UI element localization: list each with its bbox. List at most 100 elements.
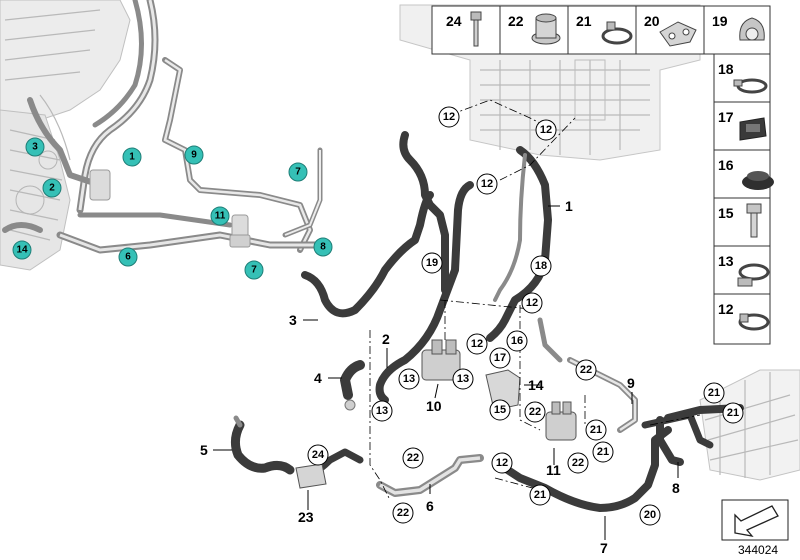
table-label-18: 18 (718, 61, 734, 77)
circle-callouts: 12 12 12 12 19 18 12 13 13 13 16 17 15 2… (307, 106, 744, 526)
svg-text:7: 7 (295, 167, 301, 178)
teal-callout-1: 1 (122, 147, 142, 167)
part-label-8: 8 (672, 480, 680, 496)
svg-text:12: 12 (540, 124, 552, 136)
svg-text:18: 18 (535, 260, 547, 272)
callout-22-c: 22 (567, 452, 589, 474)
part-label-11: 11 (546, 462, 561, 478)
svg-text:14: 14 (16, 245, 28, 256)
right-bracket-illustration (699, 369, 800, 481)
part-label-23: 23 (298, 509, 314, 525)
callout-18: 18 (530, 255, 552, 277)
svg-text:12: 12 (496, 457, 508, 469)
teal-callout-9: 9 (184, 145, 204, 165)
svg-text:1: 1 (129, 152, 135, 163)
diagram-id: 344024 (738, 543, 778, 557)
spring-clamp-icon (733, 78, 768, 94)
part-labels (213, 205, 679, 540)
svg-text:6: 6 (125, 252, 131, 263)
svg-text:13: 13 (376, 405, 388, 417)
svg-text:22: 22 (572, 457, 584, 469)
svg-text:12: 12 (471, 338, 483, 350)
screw-icon (746, 203, 762, 238)
callout-24: 24 (307, 444, 329, 466)
teal-callout-2: 2 (42, 178, 62, 198)
callout-22-b: 22 (524, 401, 546, 423)
svg-text:20: 20 (644, 509, 656, 521)
svg-text:12: 12 (526, 297, 538, 309)
svg-text:21: 21 (727, 407, 739, 419)
callout-15: 15 (489, 399, 511, 421)
svg-text:22: 22 (529, 406, 541, 418)
plug-cap-icon (742, 171, 774, 190)
callout-12-d: 12 (521, 292, 543, 314)
table-label-19: 19 (712, 13, 728, 29)
teal-callout-7-upper: 7 (288, 162, 308, 182)
svg-text:8: 8 (320, 242, 326, 253)
callout-13-d: 13 (371, 400, 393, 422)
valve-11 (545, 401, 577, 441)
callout-21-a: 21 (585, 419, 607, 441)
svg-text:12: 12 (481, 178, 493, 190)
hose-4 (340, 360, 365, 411)
teal-callout-6: 6 (118, 247, 138, 267)
svg-text:21: 21 (534, 489, 546, 501)
callout-20: 20 (639, 504, 661, 526)
callout-21-c: 21 (703, 382, 725, 404)
nut-icon (531, 13, 561, 45)
teal-callouts: 3 1 2 9 7 11 8 14 (12, 137, 333, 280)
callout-19: 19 (421, 252, 443, 274)
callout-21-d: 21 (722, 402, 744, 424)
svg-text:7: 7 (251, 265, 257, 276)
svg-text:22: 22 (397, 507, 409, 519)
svg-text:15: 15 (494, 404, 506, 416)
callout-13-c: 13 (452, 368, 474, 390)
table-label-24: 24 (446, 13, 462, 29)
hose-19 (399, 131, 449, 294)
part-label-6: 6 (426, 498, 434, 514)
valve-10 (421, 339, 461, 381)
part-label-14: 14 (528, 377, 544, 393)
svg-text:13: 13 (403, 373, 415, 385)
callout-22-d: 22 (402, 447, 424, 469)
part-label-4: 4 (314, 370, 322, 386)
part-label-5: 5 (200, 442, 208, 458)
part-label-7: 7 (600, 540, 608, 556)
callout-12-e: 12 (466, 333, 488, 355)
table-label-13: 13 (718, 253, 734, 269)
svg-text:12: 12 (443, 111, 455, 123)
svg-text:16: 16 (511, 335, 523, 347)
part-label-9: 9 (627, 375, 635, 391)
engine-hoses (2, 0, 324, 254)
svg-text:9: 9 (191, 150, 197, 161)
hose-1 (486, 146, 552, 342)
teal-callout-7-lower: 7 (244, 260, 264, 280)
table-label-17: 17 (718, 109, 734, 125)
engine-block-illustration (0, 0, 131, 271)
hose-7 (496, 426, 672, 512)
table-label-22: 22 (508, 13, 524, 29)
table-label-16: 16 (718, 157, 734, 173)
arrow-down-left-icon (734, 505, 779, 537)
svg-text:2: 2 (49, 183, 55, 194)
table-label-12: 12 (718, 301, 734, 317)
worm-clamp-icon (737, 263, 770, 287)
callout-12-c: 12 (476, 173, 498, 195)
part-label-3: 3 (289, 312, 297, 328)
bolt-icon (470, 11, 482, 47)
table-label-20: 20 (644, 13, 660, 29)
svg-text:19: 19 (426, 257, 438, 269)
part-label-2: 2 (382, 331, 390, 347)
grommet-clip-icon (739, 17, 765, 41)
callout-21-e: 21 (529, 484, 551, 506)
hose-3 (301, 191, 434, 318)
callout-17: 17 (489, 347, 511, 369)
hose-5 (230, 415, 295, 475)
callout-16: 16 (506, 330, 528, 352)
svg-text:22: 22 (407, 452, 419, 464)
hose-clamp-icon (601, 21, 633, 45)
callout-22-a: 22 (575, 359, 597, 381)
band-clamp-icon (738, 313, 770, 331)
